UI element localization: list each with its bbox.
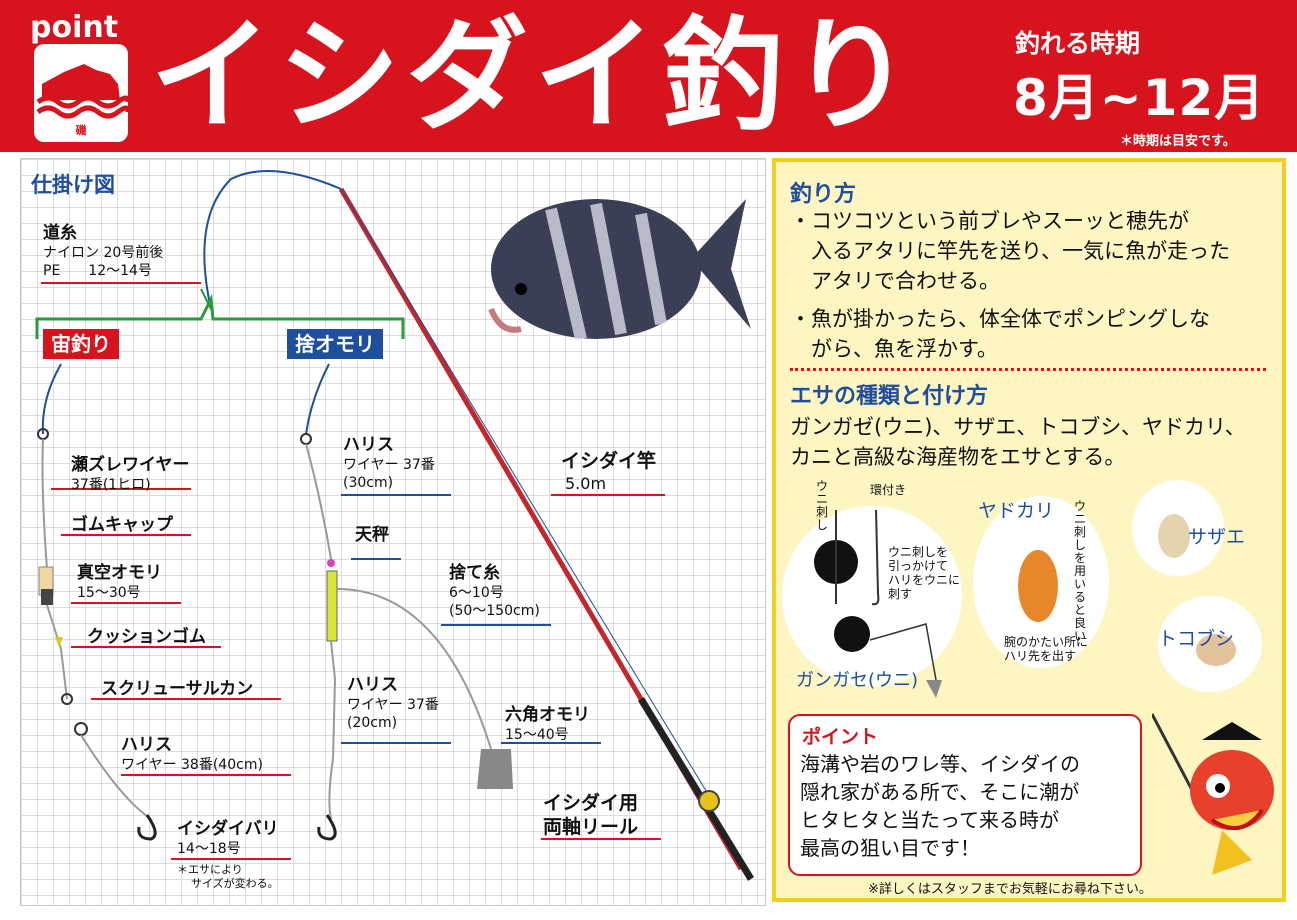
sezure-title: 瀬ズレワイヤー: [71, 455, 190, 475]
uni-note-1: ウニ刺しを: [888, 545, 949, 559]
rig-diagram-panel: 仕掛け図 道糸 ナイロン 20号前後 PE 12～14号 宙釣り 捨オモリ 瀬ズ…: [20, 158, 766, 906]
how-to-line-1: ・コツコツという前ブレやスーッと穂先が: [790, 209, 1189, 233]
hook-icon: [137, 814, 157, 841]
hermit-crab-icon: [1018, 550, 1058, 622]
hook-icon: [871, 509, 880, 606]
bait-title: エサの種類と付け方: [790, 384, 989, 409]
rod-title: イシダイ竿: [561, 450, 657, 472]
hook-note-2: サイズが変わる。: [191, 877, 279, 890]
kantsuki-label: 環付き: [870, 483, 907, 497]
sezure-sub: 37番(1ヒロ): [71, 477, 151, 493]
hook-note-1: ＊エサにより: [177, 863, 243, 876]
point-callout: ポイント 海溝や岩のワレ等、イシダイの 隠れ家がある所で、そこに潮が ヒタヒタと…: [788, 714, 1142, 876]
reel-line2: 両軸リール: [543, 816, 639, 838]
season-label: 釣れる時期: [1015, 29, 1141, 58]
how-to-line-2: 入るアタリに竿先を送り、一気に魚が走った: [790, 239, 1231, 263]
badge-chuzuri: 宙釣り: [43, 329, 119, 359]
how-to-title: 釣り方: [790, 182, 857, 207]
footer-note: ※詳しくはスタッフまでお気軽にお尋ね下さい。: [868, 882, 1152, 897]
section-title-rig: 仕掛け図: [31, 173, 115, 197]
bait-text-2: カニと高級な海産物をエサとする。: [790, 445, 1126, 469]
sute-harisu2-sub2: (20cm): [347, 715, 398, 731]
tenbin-label: 天秤: [355, 525, 389, 545]
bait-illustrations: [782, 480, 1262, 698]
sute-harisu2-title: ハリス: [347, 675, 398, 695]
season-value: 8月~12月: [1013, 69, 1266, 127]
shinku-title: 真空オモリ: [77, 563, 162, 583]
point-title: ポイント: [802, 726, 879, 748]
uni-note-4: 刺す: [888, 587, 913, 601]
rig-diagram-lines: [35, 170, 754, 881]
rokkaku-title: 六角オモリ: [505, 705, 590, 725]
hook-title: イシダイバリ: [177, 819, 279, 839]
uni-note-2: 引っかけて: [888, 559, 949, 573]
michiito-title: 道糸: [43, 223, 77, 243]
suteito-sub1: 6～10号: [449, 585, 504, 601]
yadokari-label: ヤドカリ: [978, 500, 1055, 522]
rod-sub: 5.0m: [565, 474, 607, 493]
suteito-title: 捨て糸: [449, 563, 500, 583]
gangaze-icon: [834, 616, 870, 652]
sute-harisu1-title: ハリス: [343, 435, 394, 455]
mascot-fish-icon: [1152, 713, 1274, 875]
uni-note-3: ハリをウニに: [888, 573, 961, 587]
yadokari-note: ウニ刺しを用いると良い: [1074, 499, 1087, 643]
bait-text-1: ガンガゼ(ウニ)、サザエ、トコブシ、ヤドカリ、: [790, 415, 1246, 439]
reel-icon: [698, 790, 720, 812]
michiito-line2: PE 12～14号: [43, 263, 152, 279]
season-note: ＊時期は目安です。: [1120, 134, 1236, 149]
tokobushi-label: トコブシ: [1158, 628, 1235, 650]
screw-swivel-label: スクリューサルカン: [101, 679, 254, 699]
point-line-3: ヒタヒタと当たって来る時が: [800, 808, 1059, 832]
section-divider: [790, 368, 1266, 371]
abalone-icon: [1196, 634, 1236, 666]
how-to-line-5: がら、魚を浮かす。: [790, 337, 998, 361]
gomu-cap-label: ゴムキャップ: [71, 515, 173, 535]
sute-harisu2-sub1: ワイヤー 37番: [347, 697, 439, 713]
ishidai-fish-icon: [488, 199, 751, 341]
yadokari-hook-2: ハリ先を出す: [1004, 649, 1077, 663]
logo-kanji: 磯: [75, 124, 87, 137]
badge-sute-omori: 捨オモリ: [287, 329, 383, 359]
chuzuri-harisu-title: ハリス: [121, 735, 172, 755]
point-line-2: 隠れ家がある所で、そこに潮が: [800, 780, 1080, 804]
how-to-line-4: ・魚が掛かったら、体全体でポンピングしな: [790, 307, 1210, 331]
hexagon-sinker-icon: [477, 749, 513, 789]
rokkaku-sub: 15～40号: [505, 727, 569, 743]
gangaze-label: ガンガセ(ウニ): [796, 670, 919, 691]
reel-line1: イシダイ用: [543, 792, 639, 814]
unisashi-label: ウニ刺し: [816, 479, 829, 532]
cushion-label: クッションゴム: [87, 627, 206, 647]
info-panel: 釣り方 ・コツコツという前ブレやスーッと穂先が 入るアタリに竿先を送り、一気に魚…: [772, 158, 1286, 902]
chuzuri-harisu-sub: ワイヤー 38番(40cm): [121, 757, 263, 773]
logo-badge: 磯: [34, 44, 128, 142]
yadokari-hook-1: 腕のかたい所に: [1004, 635, 1089, 649]
suteito-sub2: (50～150cm): [449, 603, 540, 619]
hook-sub: 14～18号: [177, 841, 241, 857]
sazae-label: サザエ: [1188, 526, 1246, 548]
header-banner: point 磯 イシダイ釣り 釣れる時期 8月~12月 ＊時期は目安です。: [0, 0, 1297, 152]
sute-harisu1-sub2: (30cm): [343, 475, 394, 491]
point-line-1: 海溝や岩のワレ等、イシダイの: [800, 752, 1080, 776]
page-title: イシダイ釣り: [150, 5, 918, 147]
turban-shell-icon: [1158, 514, 1190, 558]
logo-text: point: [30, 10, 119, 45]
how-to-line-3: アタリで合わせる。: [790, 269, 1000, 293]
sute-harisu1-sub1: ワイヤー 37番: [343, 457, 435, 473]
rock-wave-icon: [36, 64, 128, 119]
point-line-4: 最高の狙い目です！: [800, 836, 980, 860]
michiito-line1: ナイロン 20号前後: [43, 245, 164, 261]
point-text: 海溝や岩のワレ等、イシダイの 隠れ家がある所で、そこに潮が ヒタヒタと当たって来…: [800, 750, 1080, 862]
sinker-icon: [926, 680, 942, 698]
shinku-sub: 15～30号: [77, 585, 141, 601]
